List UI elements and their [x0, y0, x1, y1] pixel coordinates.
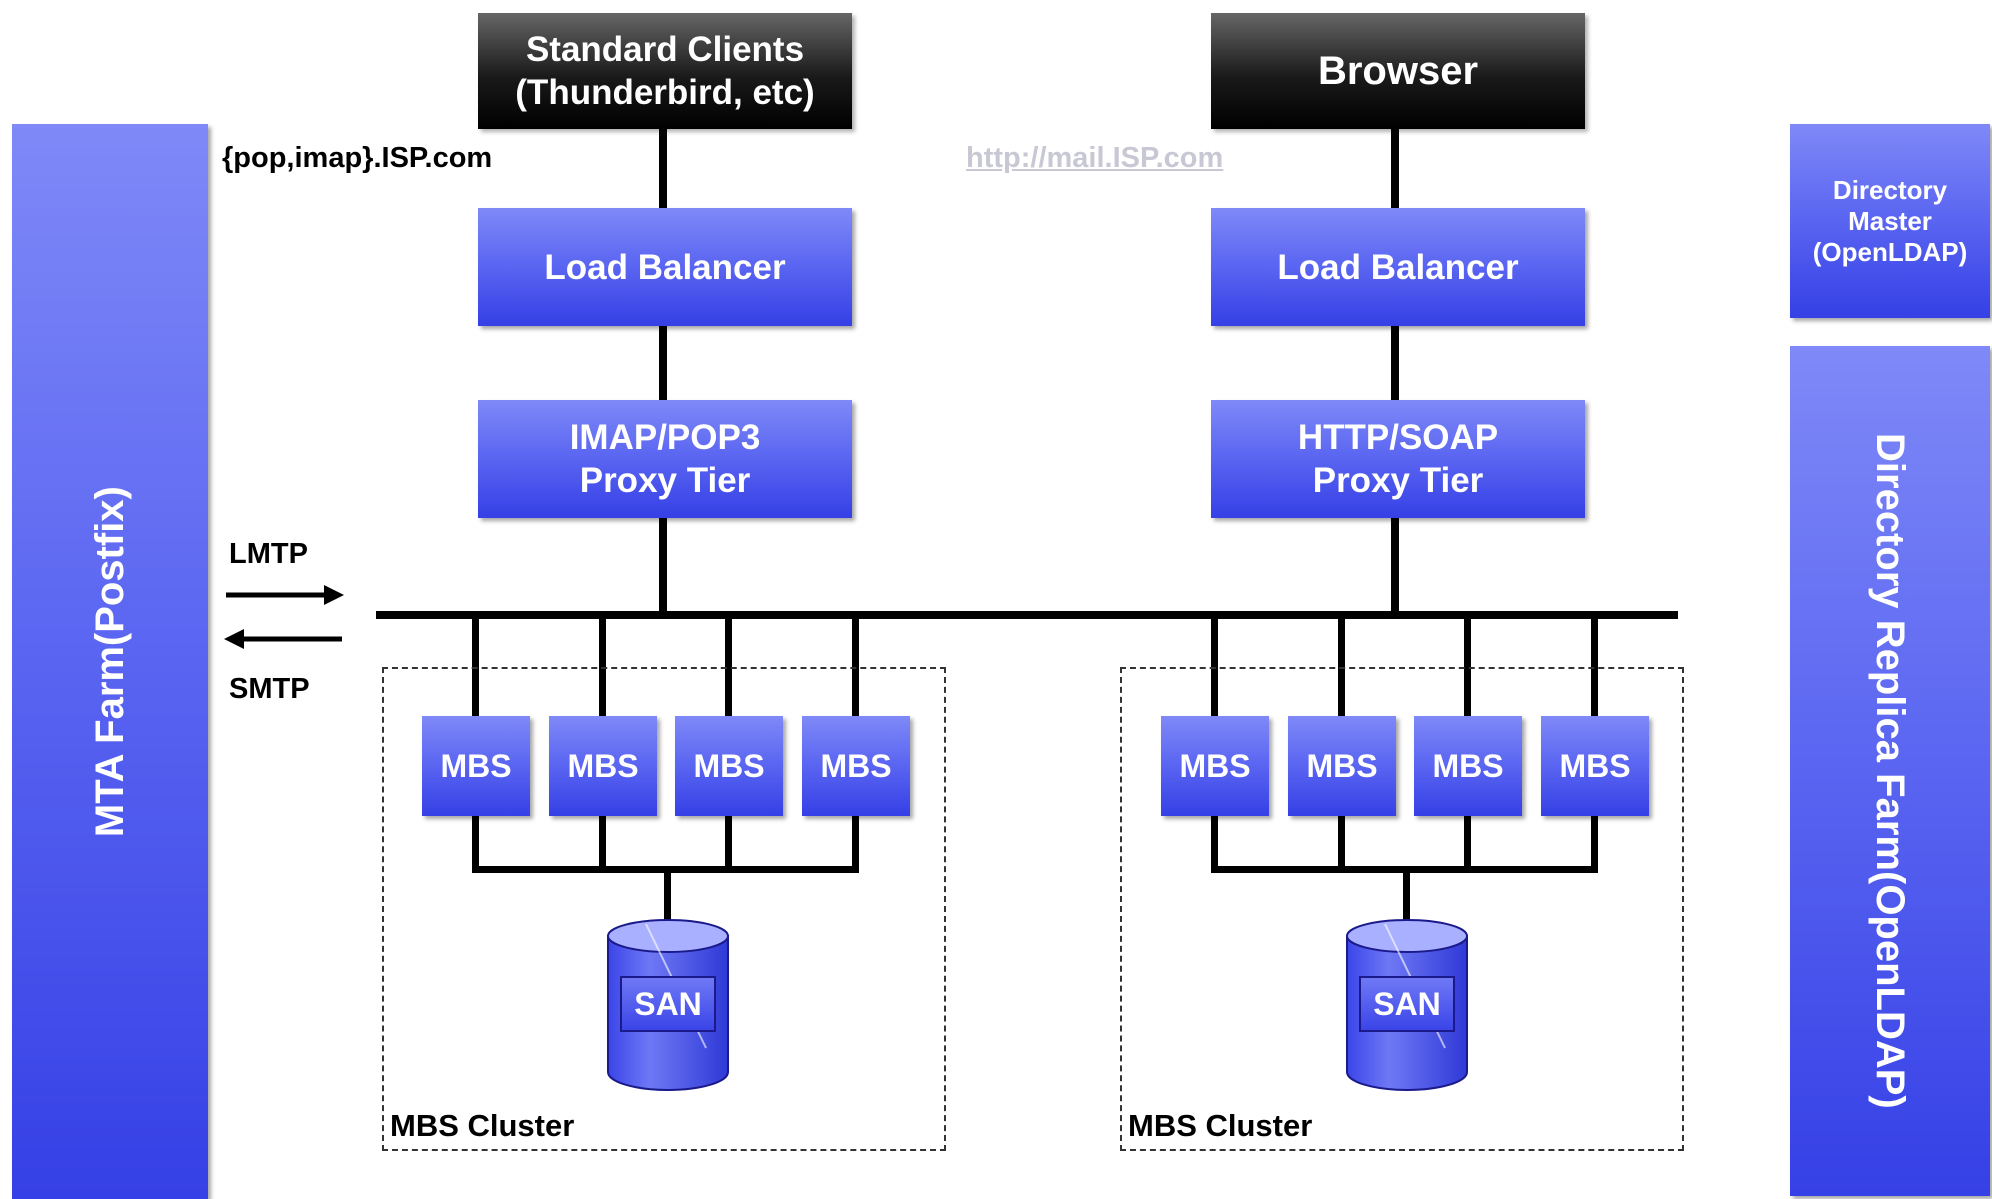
left-mbs-down-4 [852, 816, 859, 872]
lmtp-arrow-icon [226, 585, 344, 605]
san-label: SAN [1359, 976, 1455, 1032]
mta-farm: MTA Farm (Postfix) [12, 124, 208, 1199]
directory-replica-line2: (OpenLDAP) [1868, 871, 1912, 1109]
directory-master-line2: Master [1848, 205, 1932, 236]
imap-proxy-line2: Proxy Tier [579, 461, 751, 500]
directory-master-line1: Directory [1832, 174, 1948, 205]
mta-farm-line1: MTA Farm [88, 645, 132, 838]
mbs-node: MBS [549, 716, 657, 816]
left-mbs-down-1 [472, 816, 479, 872]
mbs-node-label: MBS [440, 747, 512, 784]
directory-replica-line1: Directory Replica Farm [1868, 433, 1912, 872]
right-mbs-down-3 [1464, 816, 1471, 872]
mail-protocols-url: {pop,imap}.ISP.com [222, 142, 493, 174]
left-storage-drop [664, 866, 671, 922]
network-bus [376, 611, 1678, 619]
standard-clients-line2: (Thunderbird, etc) [515, 73, 815, 112]
drop-right-mbs-2 [1338, 611, 1345, 716]
connector-standard-to-lb [659, 128, 667, 208]
drop-right-mbs-3 [1464, 611, 1471, 716]
lmtp-label: LMTP [229, 538, 308, 570]
mbs-node: MBS [1161, 716, 1269, 816]
mbs-node-label: MBS [1432, 747, 1504, 784]
mbs-node: MBS [422, 716, 530, 816]
browser-label: Browser [1317, 48, 1479, 93]
mta-farm-text: MTA Farm (Postfix) [85, 486, 135, 837]
imap-load-balancer: Load Balancer [478, 208, 852, 326]
drop-left-mbs-1 [472, 611, 479, 716]
mbs-node-label: MBS [1306, 747, 1378, 784]
mbs-node: MBS [675, 716, 783, 816]
left-mbs-down-2 [599, 816, 606, 872]
drop-left-mbs-2 [599, 611, 606, 716]
directory-replica-farm: Directory Replica Farm (OpenLDAP) [1790, 346, 1990, 1196]
standard-clients-box: Standard Clients (Thunderbird, etc) [478, 13, 852, 129]
web-load-balancer-label: Load Balancer [1277, 247, 1519, 287]
mbs-node: MBS [1541, 716, 1649, 816]
mbs-node: MBS [802, 716, 910, 816]
drop-left-mbs-4 [852, 611, 859, 716]
connector-lb-to-http-proxy [1391, 326, 1399, 400]
smtp-arrow-icon [224, 629, 342, 649]
mbs-node-label: MBS [1559, 747, 1631, 784]
browser-box: Browser [1211, 13, 1585, 129]
imap-pop3-proxy-tier: IMAP/POP3 Proxy Tier [478, 400, 852, 518]
web-load-balancer: Load Balancer [1211, 208, 1585, 326]
san-label: SAN [620, 976, 716, 1032]
connector-http-proxy-to-bus [1391, 518, 1399, 615]
connector-lb-to-imap-proxy [659, 326, 667, 400]
mta-farm-line2: (Postfix) [88, 485, 132, 646]
http-soap-proxy-tier: HTTP/SOAP Proxy Tier [1211, 400, 1585, 518]
mbs-cluster-right [1120, 667, 1684, 1151]
drop-right-mbs-4 [1591, 611, 1598, 716]
smtp-label: SMTP [229, 673, 310, 705]
drop-left-mbs-3 [725, 611, 732, 716]
mbs-cluster-left [382, 667, 946, 1151]
right-mbs-down-4 [1591, 816, 1598, 872]
mbs-node-label: MBS [567, 747, 639, 784]
mbs-node-label: MBS [693, 747, 765, 784]
mbs-cluster-label: MBS Cluster [1128, 1108, 1313, 1143]
imap-load-balancer-label: Load Balancer [544, 247, 786, 287]
right-mbs-down-2 [1338, 816, 1345, 872]
mbs-node: MBS [1288, 716, 1396, 816]
right-mbs-down-1 [1211, 816, 1218, 872]
http-proxy-line1: HTTP/SOAP [1297, 418, 1499, 457]
connector-imap-proxy-to-bus [659, 518, 667, 615]
right-storage-drop [1403, 866, 1410, 922]
http-proxy-line2: Proxy Tier [1312, 461, 1484, 500]
left-mbs-down-3 [725, 816, 732, 872]
mbs-node-label: MBS [820, 747, 892, 784]
directory-master-line3: (OpenLDAP) [1812, 236, 1968, 267]
directory-master: Directory Master (OpenLDAP) [1790, 124, 1990, 318]
san-label-text: SAN [634, 985, 702, 1022]
imap-proxy-line1: IMAP/POP3 [569, 418, 761, 457]
mbs-node: MBS [1414, 716, 1522, 816]
web-mail-url[interactable]: http://mail.ISP.com [966, 142, 1224, 174]
san-label-text: SAN [1373, 985, 1441, 1022]
mbs-cluster-label: MBS Cluster [390, 1108, 575, 1143]
directory-replica-text: Directory Replica Farm (OpenLDAP) [1865, 433, 1915, 1109]
mbs-node-label: MBS [1179, 747, 1251, 784]
connector-browser-to-lb [1391, 128, 1399, 208]
standard-clients-line1: Standard Clients [525, 30, 805, 69]
drop-right-mbs-1 [1211, 611, 1218, 716]
